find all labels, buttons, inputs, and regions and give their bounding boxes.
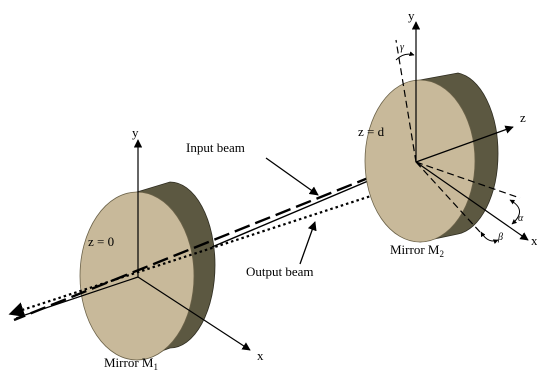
output-beam-line bbox=[8, 174, 433, 318]
mirror1-subscript: 1 bbox=[153, 362, 158, 372]
input-beam-line bbox=[13, 158, 414, 322]
beta-arc bbox=[480, 231, 499, 244]
mirror-m2 bbox=[364, 72, 499, 243]
output-beam-leader bbox=[299, 221, 317, 265]
axis-y-label-m1: y bbox=[132, 125, 139, 140]
mirror-m1-face bbox=[79, 191, 195, 361]
mirror1-position-label: z = 0 bbox=[88, 234, 114, 249]
mirror-m1 bbox=[79, 181, 216, 361]
mirror2-subscript: 2 bbox=[439, 249, 444, 259]
alpha-arc bbox=[509, 199, 520, 225]
axis-x-label-m1: x bbox=[257, 348, 264, 363]
angle-beta-label: β bbox=[497, 232, 503, 243]
input-beam-leader bbox=[265, 157, 319, 196]
angle-alpha-label: α bbox=[518, 213, 524, 224]
mirror2-label: Mirror M2 bbox=[390, 242, 444, 259]
mirror1-label: Mirror M1 bbox=[104, 355, 158, 372]
angle-gamma-label: γ bbox=[400, 42, 405, 53]
axis-y-label-m2: y bbox=[408, 8, 415, 23]
mirror2-position-label: z = d bbox=[358, 124, 385, 139]
input-beam-label: Input beam bbox=[186, 140, 245, 155]
output-beam-label: Output beam bbox=[246, 264, 314, 279]
axis-z-label-m2: z bbox=[520, 110, 526, 125]
axis-x-label-m2: x bbox=[531, 233, 537, 248]
gamma-arc bbox=[395, 51, 415, 61]
mirror-m2-axes bbox=[395, 21, 529, 244]
